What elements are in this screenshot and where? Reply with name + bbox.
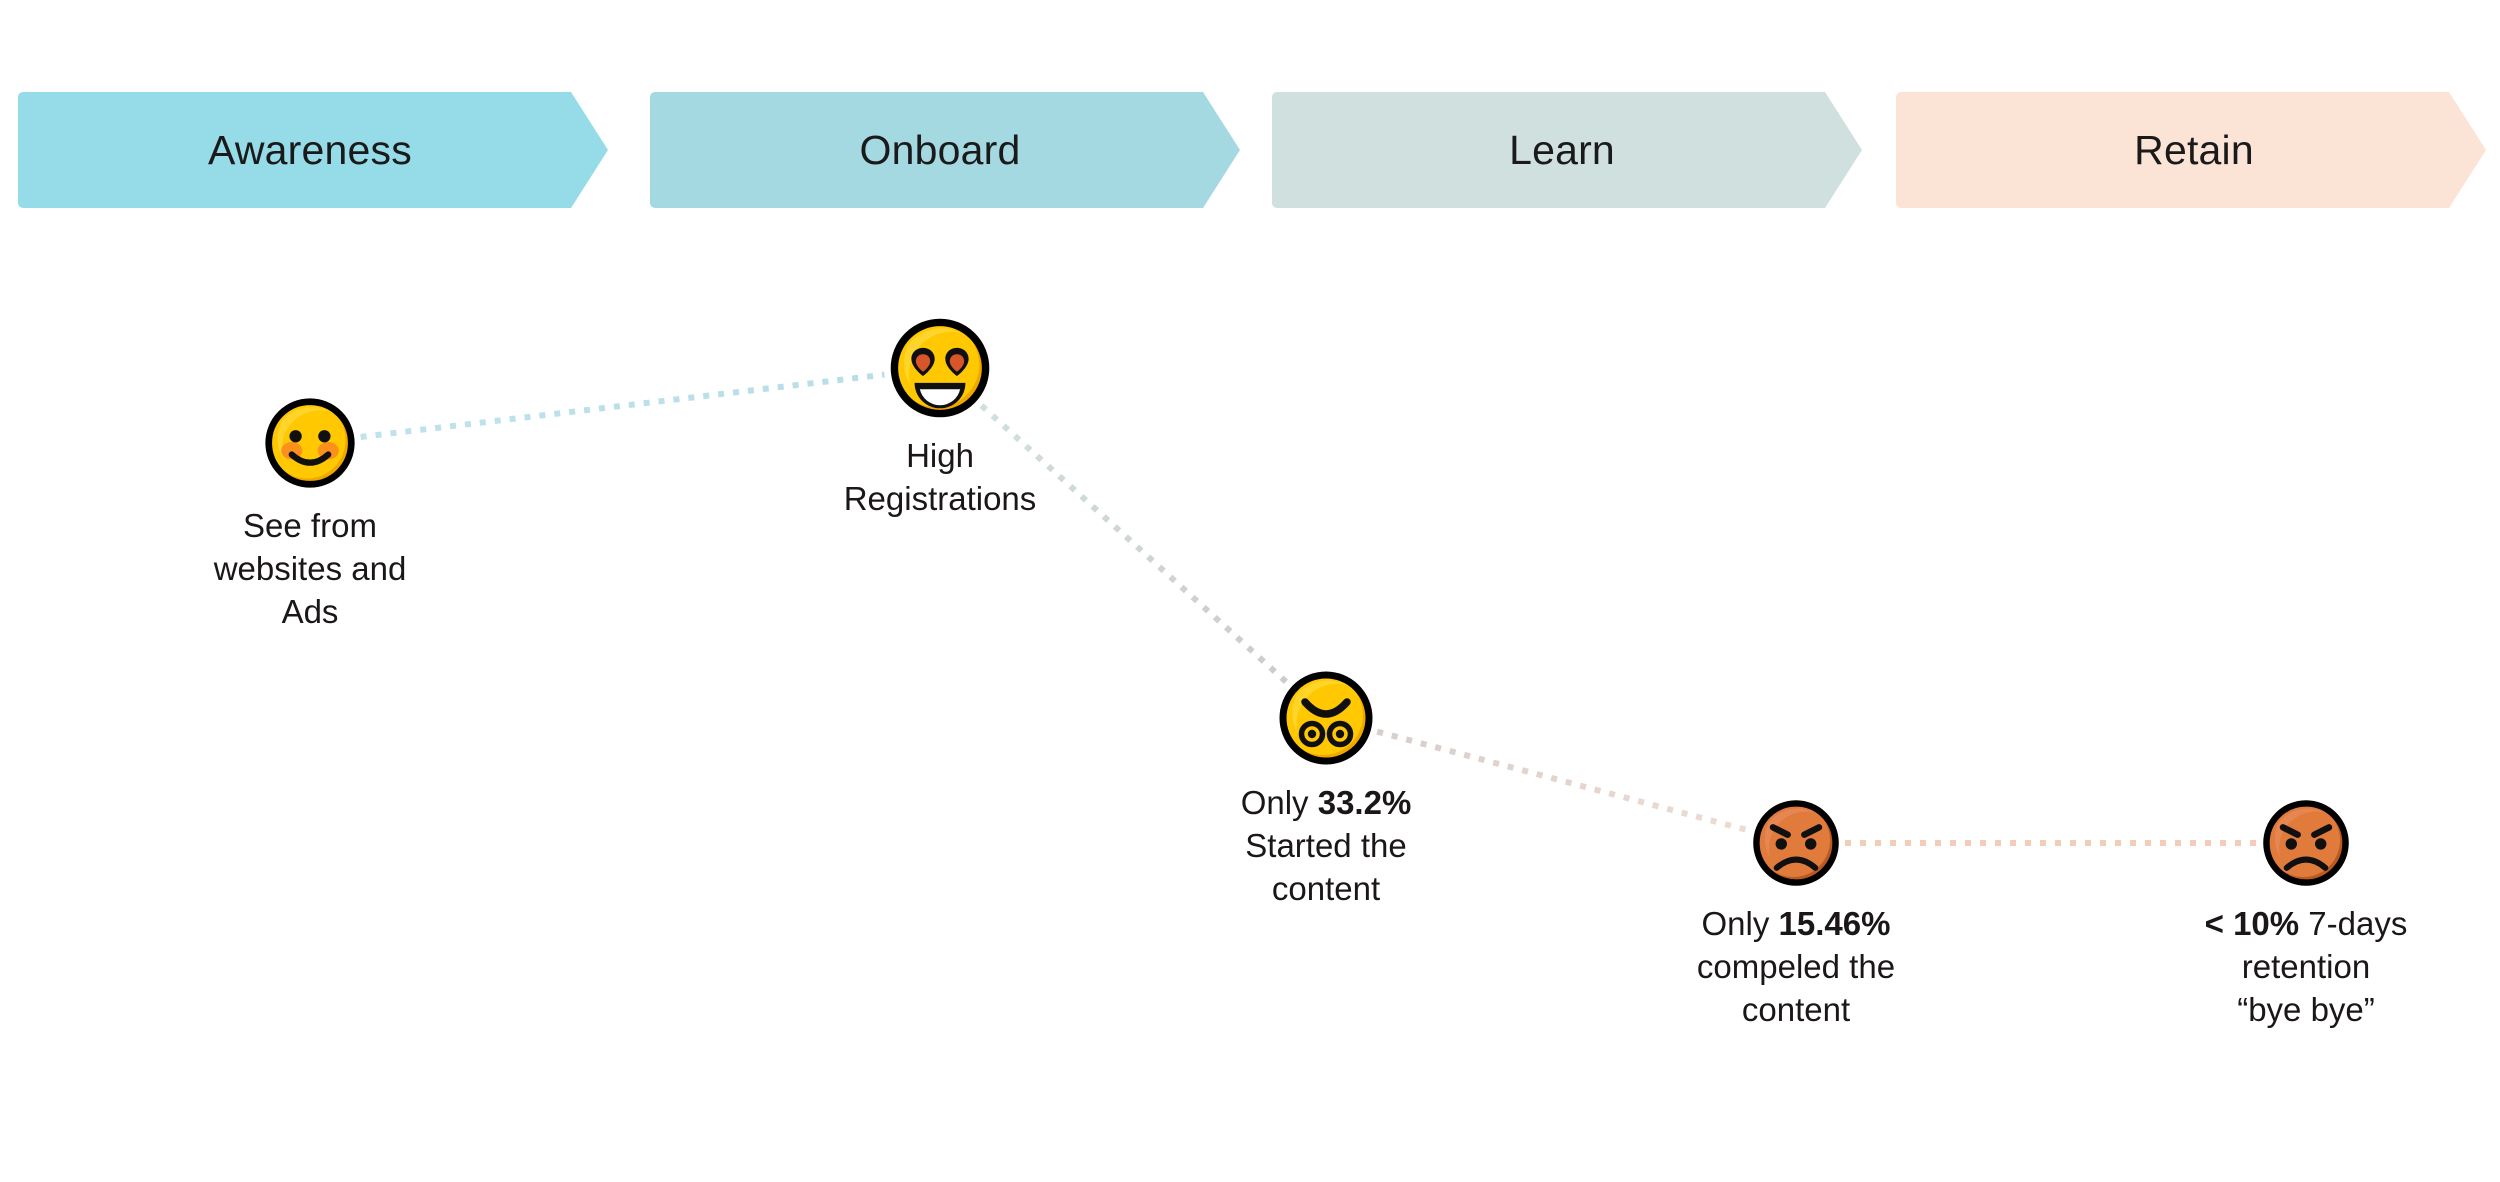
- stage-arrow-label-awareness: Awareness: [208, 126, 412, 173]
- smiling-face-with-blush-icon: [265, 398, 355, 488]
- funnel-node-caption-onboard-node: High Registrations: [844, 435, 1037, 521]
- stage-banner: Awareness Onboard Learn Retain: [0, 92, 2500, 208]
- stage-arrow-retain[interactable]: Retain: [1896, 92, 2486, 208]
- smiling-face-with-heart-eyes-icon: [890, 318, 990, 418]
- caption-prefix: Only: [1240, 784, 1318, 821]
- stage-arrow-onboard[interactable]: Onboard: [650, 92, 1240, 208]
- stage-arrow-label-retain: Retain: [2134, 126, 2254, 173]
- funnel-node-onboard-node[interactable]: High Registrations: [720, 315, 1160, 521]
- stage-arrow-label-learn: Learn: [1509, 126, 1615, 173]
- stage-arrow-label-onboard: Onboard: [859, 126, 1021, 173]
- funnel-node-awareness-node[interactable]: See from websites and Ads: [90, 395, 530, 634]
- caption-highlight-value: 15.46%: [1778, 905, 1891, 942]
- caption-suffix: compeled the content: [1696, 947, 1896, 1028]
- funnel-node-learn-start-node[interactable]: Only 33.2% Started the content: [1106, 668, 1546, 911]
- funnel-node-caption-learn-complete-node: Only 15.46% compeled the content: [1697, 903, 1895, 1032]
- stage-arrow-shape-awareness: [18, 92, 608, 208]
- funnel-node-caption-retain-node: < 10% 7-days retention “bye bye”: [2205, 903, 2408, 1032]
- stage-arrow-awareness[interactable]: Awareness: [18, 92, 608, 208]
- caption-text: See from websites and Ads: [213, 507, 407, 630]
- funnel-node-caption-awareness-node: See from websites and Ads: [214, 505, 407, 634]
- caption-suffix: Started the content: [1245, 826, 1407, 907]
- confused-upside-down-face-icon: [1279, 671, 1373, 765]
- stage-arrow-learn[interactable]: Learn: [1272, 92, 1862, 208]
- angry-frowning-face-icon: [1753, 800, 1839, 886]
- caption-suffix: 7-days retention “bye bye”: [2237, 905, 2408, 1028]
- stage-arrow-shape-learn: [1272, 92, 1862, 208]
- stage-arrow-shape-retain: [1896, 92, 2486, 208]
- funnel-node-retain-node[interactable]: < 10% 7-days retention “bye bye”: [2086, 797, 2500, 1032]
- caption-text: High Registrations: [843, 437, 1037, 517]
- funnel-node-learn-complete-node[interactable]: Only 15.46% compeled the content: [1576, 797, 2016, 1032]
- funnel-node-caption-learn-start-node: Only 33.2% Started the content: [1241, 782, 1412, 911]
- caption-highlight-value: 33.2%: [1317, 784, 1412, 821]
- caption-highlight-value: < 10%: [2204, 905, 2300, 942]
- angry-frowning-face-icon: [2263, 800, 2349, 886]
- stage-arrow-shape-onboard: [650, 92, 1240, 208]
- caption-prefix: Only: [1701, 905, 1779, 942]
